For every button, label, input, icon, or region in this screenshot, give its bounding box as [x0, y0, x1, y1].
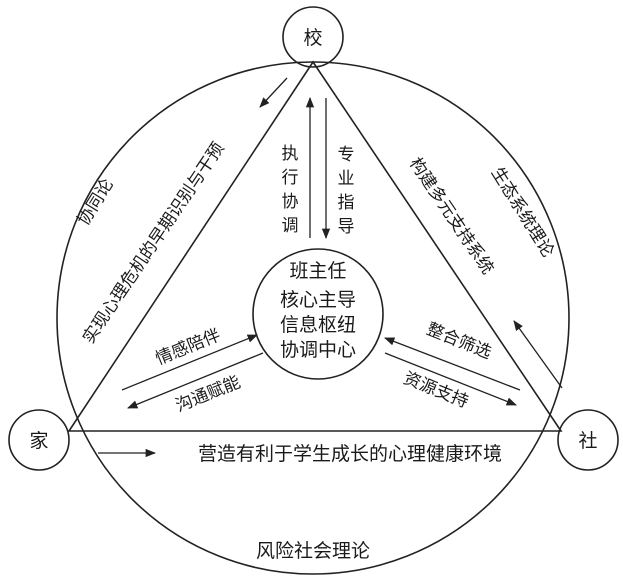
- center-line-3: 协调中心: [280, 339, 356, 361]
- node-home: 家: [8, 409, 70, 471]
- center-line-2: 信息枢纽: [280, 314, 356, 336]
- arrow-center-to-society: [384, 352, 517, 406]
- center-circle: [252, 248, 384, 380]
- label-exec-1: 执: [282, 144, 299, 164]
- theory-bottom: 风险社会理论: [256, 540, 370, 562]
- label-guide-1: 专: [338, 145, 355, 165]
- label-guide-4: 导: [338, 217, 355, 237]
- arrow-left-edge: [259, 77, 288, 108]
- left-edge-text: 实现心理危机的早期识别与干预: [79, 139, 229, 347]
- node-society: 社: [557, 409, 619, 471]
- triangle: [67, 60, 563, 432]
- arrow-center-to-home: [127, 352, 264, 409]
- label-guide-3: 指: [338, 193, 355, 213]
- arrow-home-to-center: [121, 334, 258, 391]
- node-home-label: 家: [29, 430, 48, 452]
- arrow-society-to-center: [384, 337, 521, 391]
- right-edge-text: 构建多元支持系统: [405, 154, 498, 278]
- label-exec-3: 协: [282, 192, 299, 212]
- node-school-label: 校: [303, 27, 322, 49]
- label-communication-empower: 沟通赋能: [173, 372, 244, 416]
- label-exec-2: 行: [282, 168, 299, 188]
- center-line-1: 核心主导: [280, 289, 356, 311]
- label-exec-4: 调: [282, 216, 299, 236]
- node-school: 校: [282, 6, 344, 68]
- label-resource-support: 资源支持: [401, 368, 472, 412]
- bottom-edge-text: 营造有利于学生成长的心理健康环境: [198, 443, 502, 465]
- arrow-right-theory: [513, 320, 563, 389]
- theory-left: 协同论: [74, 175, 118, 229]
- center-title: 班主任: [289, 260, 346, 282]
- node-society-label: 社: [578, 430, 597, 452]
- theory-right: 生态系统理论: [487, 164, 558, 261]
- label-guide-2: 业: [338, 169, 355, 189]
